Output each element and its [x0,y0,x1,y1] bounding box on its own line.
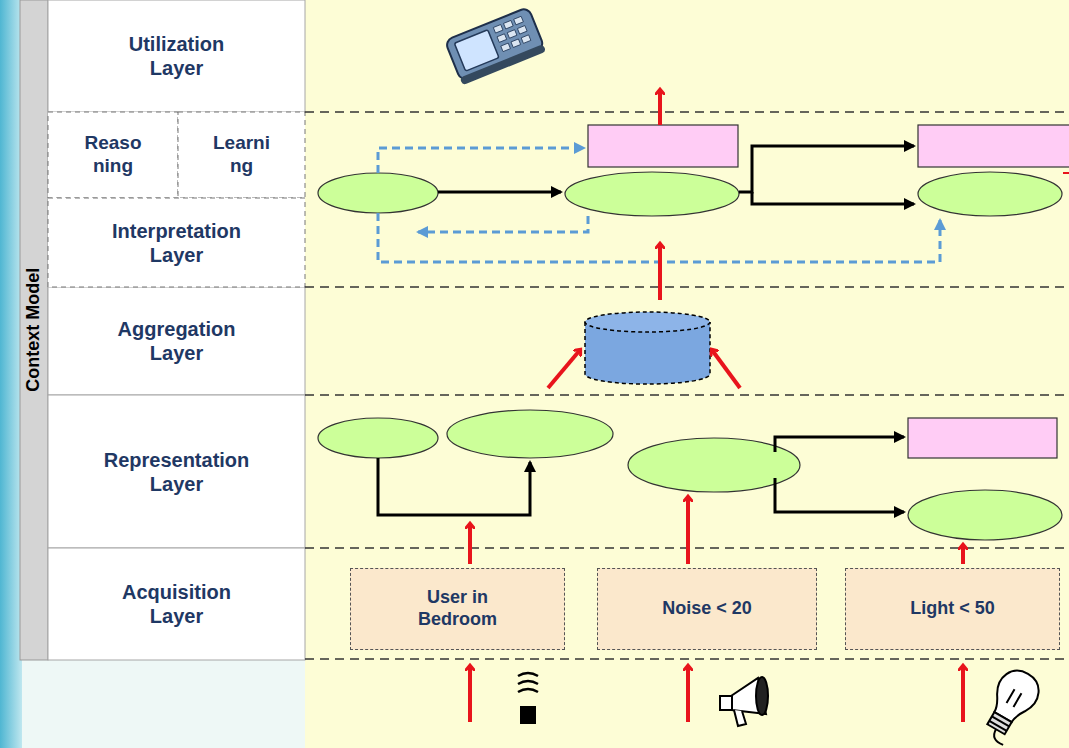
node-text: Noise < 20 [662,598,752,620]
node-text: Acquisition Layer [122,580,231,628]
node-text: Utilization Layer [129,32,225,80]
layer-label: Utilization Layer [48,0,305,112]
layer-label: Interpretation Layer [48,198,305,287]
context-model-band: Context Model [20,0,48,660]
node-text: User in Bedroom [403,587,513,630]
layer-label: Learni ng [178,112,305,198]
layer-label: Reaso ning [48,112,178,198]
node-text: Context Model [23,268,45,392]
node-text: Light < 50 [910,598,995,620]
layer-label: Aggregation Layer [48,287,305,395]
layer-label: Representation Layer [48,395,305,548]
node-text: Aggregation Layer [118,317,236,365]
context-box: Noise < 20 [597,568,817,650]
context-box: Light < 50 [845,568,1060,650]
node-text: Interpretation Layer [112,219,241,267]
node-text: Reaso ning [84,132,141,178]
context-box: User in Bedroom [350,568,565,650]
node-text: Representation Layer [104,448,250,496]
layer-label: Acquisition Layer [48,548,305,660]
node-text: Learni ng [213,132,270,178]
